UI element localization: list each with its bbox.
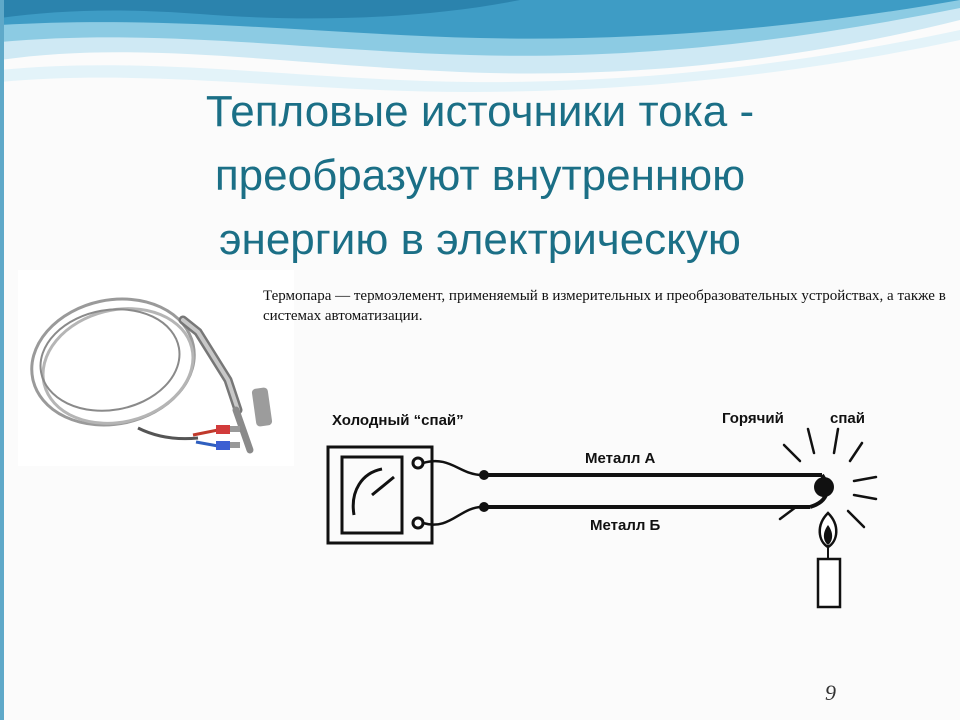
junction-label: спай	[830, 410, 865, 427]
thermocouple-diagram: Холодный “спай” Горячий спай Металл А Ме…	[326, 410, 878, 609]
metal-a-label: Металл А	[585, 450, 656, 467]
thermocouple-description: Термопара — термоэлемент, применяемый в …	[263, 288, 946, 324]
hot-label: Горячий	[722, 410, 784, 427]
header-wave-decoration	[0, 0, 960, 92]
candle-icon	[816, 511, 842, 609]
title-line-3: энергию в электрическую	[219, 215, 741, 264]
slide-title: Тепловые источники тока - преобразуют вн…	[60, 80, 900, 272]
title-line-2: преобразуют внутреннюю	[214, 151, 746, 200]
thermocouple-photo	[18, 270, 294, 466]
cold-junction-label: Холодный “спай”	[332, 412, 464, 429]
heat-rays-icon	[778, 427, 878, 529]
hot-junction-dot	[814, 477, 834, 497]
meter-icon	[326, 445, 434, 545]
metal-b-label: Металл Б	[590, 517, 661, 534]
left-edge-decoration	[0, 0, 4, 720]
title-line-1: Тепловые источники тока -	[205, 87, 755, 136]
page-number: 9	[825, 680, 836, 705]
